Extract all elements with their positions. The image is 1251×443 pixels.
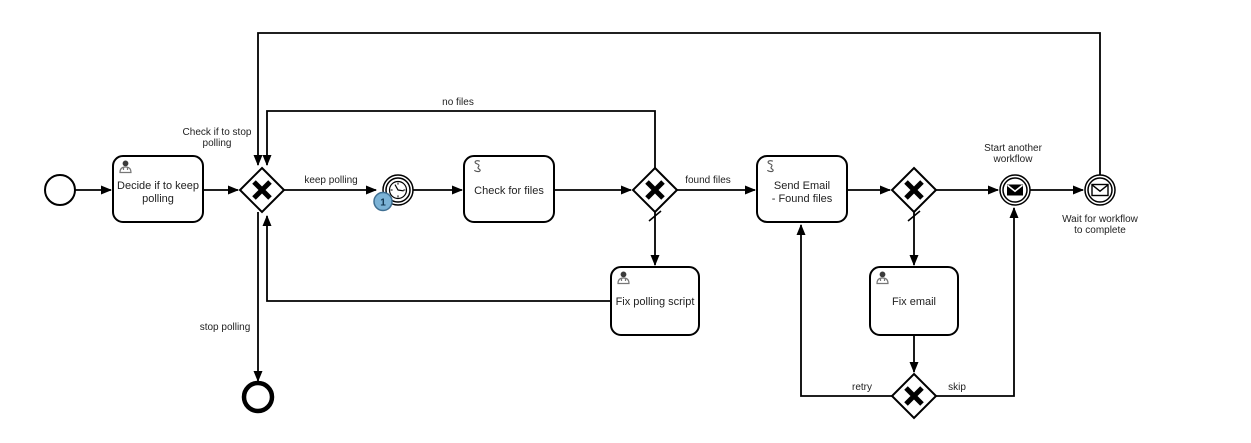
gateway-label: Check if to stop [183,127,252,138]
flow-label-skip: skip [948,382,966,393]
instance-count-badge[interactable]: 1 [373,191,393,212]
flow-skip[interactable] [936,207,1019,397]
message-throw-event-start-workflow[interactable]: Start another workflow [984,143,1043,206]
flow-label-retry: retry [852,382,872,393]
start-event[interactable] [44,174,76,206]
flow-label-stop-polling: stop polling [200,322,251,333]
filled-envelope-icon [1007,184,1023,196]
end-event-stop-polling[interactable] [241,380,275,414]
flow-label-keep-polling: keep polling [304,175,357,186]
default-flow-marker [907,210,921,222]
task-fix-polling-script[interactable]: Fix polling script [610,266,700,336]
task-fix-email[interactable]: Fix email [869,266,959,336]
flow-no-files-loop[interactable] [262,110,656,168]
task-label: Fix polling script [616,296,695,308]
gateway-retry-skip[interactable] [890,372,938,420]
default-flow-marker [648,210,662,222]
event-label: Wait for workflow [1062,214,1139,225]
event-label: workflow [993,154,1034,165]
task-label: Decide if to keep [117,180,199,192]
task-label: - Found files [772,193,833,205]
user-task-icon [617,271,630,285]
task-label: polling [142,193,174,205]
message-catch-event-wait-workflow[interactable]: Wait for workflow to complete [1062,174,1139,236]
badge-circle [373,191,393,212]
gateway-files-found[interactable] [631,166,679,214]
user-task-icon [876,271,889,285]
gateway-email-result[interactable] [890,166,938,214]
flow-label-found-files: found files [685,175,731,186]
flow-wait-loop[interactable] [253,32,1101,175]
event-label: Start another [984,143,1042,154]
gateway-label: polling [203,138,232,149]
task-label: Check for files [474,185,544,197]
task-label: Send Email [774,180,830,192]
timer-intermediate-event[interactable]: 1 [373,174,414,212]
gateway-check-stop-polling[interactable] [238,166,286,214]
flow-label-no-files: no files [442,97,474,108]
flow-fixpolling-return[interactable] [262,215,611,302]
user-task-icon [119,160,132,174]
sequence-flows [75,32,1101,397]
task-send-email-found-files[interactable]: Send Email - Found files [756,155,848,223]
badge-value: 1 [380,198,386,209]
event-label: to complete [1074,225,1126,236]
clock-icon [388,180,408,200]
task-decide-if-to-keep-polling[interactable]: Decide if to keep polling [112,155,204,223]
flow-retry[interactable] [796,224,892,397]
task-label: Fix email [892,296,936,308]
outline-envelope-icon [1091,183,1109,197]
script-task-icon [766,160,774,173]
task-check-for-files[interactable]: Check for files [463,155,555,223]
script-task-icon [473,160,481,173]
